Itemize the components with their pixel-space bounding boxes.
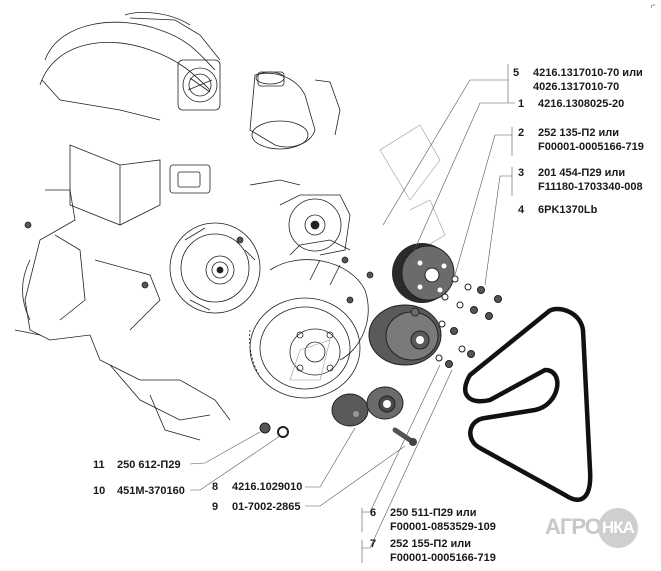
part-code-alt: F00001-0853529-109 bbox=[390, 521, 496, 533]
part-code: 252 155-П2 или bbox=[390, 538, 472, 550]
part-code: 4216.1029010 bbox=[232, 481, 303, 493]
leader-lines bbox=[189, 64, 515, 563]
part-code: 250 511-П29 или bbox=[390, 507, 477, 519]
callout-number: 8 bbox=[212, 481, 219, 493]
callout-number: 10 bbox=[93, 485, 106, 497]
part-9-bolt bbox=[392, 427, 417, 446]
part-code-alt: F00001-0005166-719 bbox=[538, 141, 644, 153]
part-code: 201 454-П29 или bbox=[538, 167, 626, 179]
watermark-logo: АГРОНКА bbox=[545, 508, 638, 548]
callout-number: 2 bbox=[518, 127, 525, 139]
callout-2: 2 252 135-П2 или F00001-0005166-719 bbox=[518, 126, 644, 154]
callout-9: 9 01-7002-2865 bbox=[212, 500, 301, 514]
logo-text: АГРО bbox=[545, 513, 602, 539]
engine-assembly bbox=[14, 12, 446, 441]
callout-number: 4 bbox=[518, 204, 525, 216]
part-code: 4216.1308025-20 bbox=[538, 98, 625, 110]
callout-3: 3 201 454-П29 или F11180-1703340-008 bbox=[518, 166, 643, 194]
callout-8: 8 4216.1029010 bbox=[212, 480, 302, 494]
callout-10: 10 451М-370160 bbox=[93, 484, 185, 498]
callout-number: 6 bbox=[370, 507, 377, 519]
part-10-11-fasteners bbox=[259, 422, 289, 438]
callout-number: 3 bbox=[518, 167, 525, 179]
callout-5: 5 4216.1317010-70 или 4026.1317010-70 bbox=[513, 66, 643, 94]
callout-number: 11 bbox=[93, 459, 105, 471]
callout-4: 4 6PK1370Lb bbox=[518, 203, 597, 217]
callout-number: 9 bbox=[212, 501, 219, 513]
callout-number: 7 bbox=[370, 538, 377, 550]
part-code-alt: F11180-1703340-008 bbox=[538, 181, 643, 193]
callout-number: 5 bbox=[513, 67, 520, 79]
callout-7: 7 252 155-П2 или F00001-0005166-719 bbox=[370, 537, 496, 565]
corner-mark: г° bbox=[651, 4, 655, 10]
part-code-alt: F00001-0005166-719 bbox=[390, 552, 496, 564]
part-code: 250 612-П29 bbox=[117, 459, 181, 471]
callout-1: 1 4216.1308025-20 bbox=[518, 97, 624, 111]
callout-number: 1 bbox=[518, 98, 525, 110]
logo-ring: НКА bbox=[597, 508, 638, 548]
part-code: 451М-370160 bbox=[117, 485, 185, 497]
part-code: 6PK1370Lb bbox=[538, 204, 598, 216]
part-4-belt bbox=[463, 306, 593, 502]
callout-11: 11 250 612-П29 bbox=[93, 458, 181, 472]
part-5-pulley bbox=[392, 243, 455, 303]
washers-and-bolts bbox=[435, 275, 502, 368]
part-8-tensioner bbox=[331, 386, 404, 427]
callout-6: 6 250 511-П29 или F00001-0853529-109 bbox=[370, 506, 496, 534]
part-code-alt: 4026.1317010-70 bbox=[533, 81, 620, 93]
part-1-water-pump bbox=[368, 304, 442, 366]
part-code: 4216.1317010-70 или bbox=[533, 67, 643, 79]
part-code: 01-7002-2865 bbox=[232, 501, 301, 513]
part-code: 252 135-П2 или bbox=[538, 127, 620, 139]
